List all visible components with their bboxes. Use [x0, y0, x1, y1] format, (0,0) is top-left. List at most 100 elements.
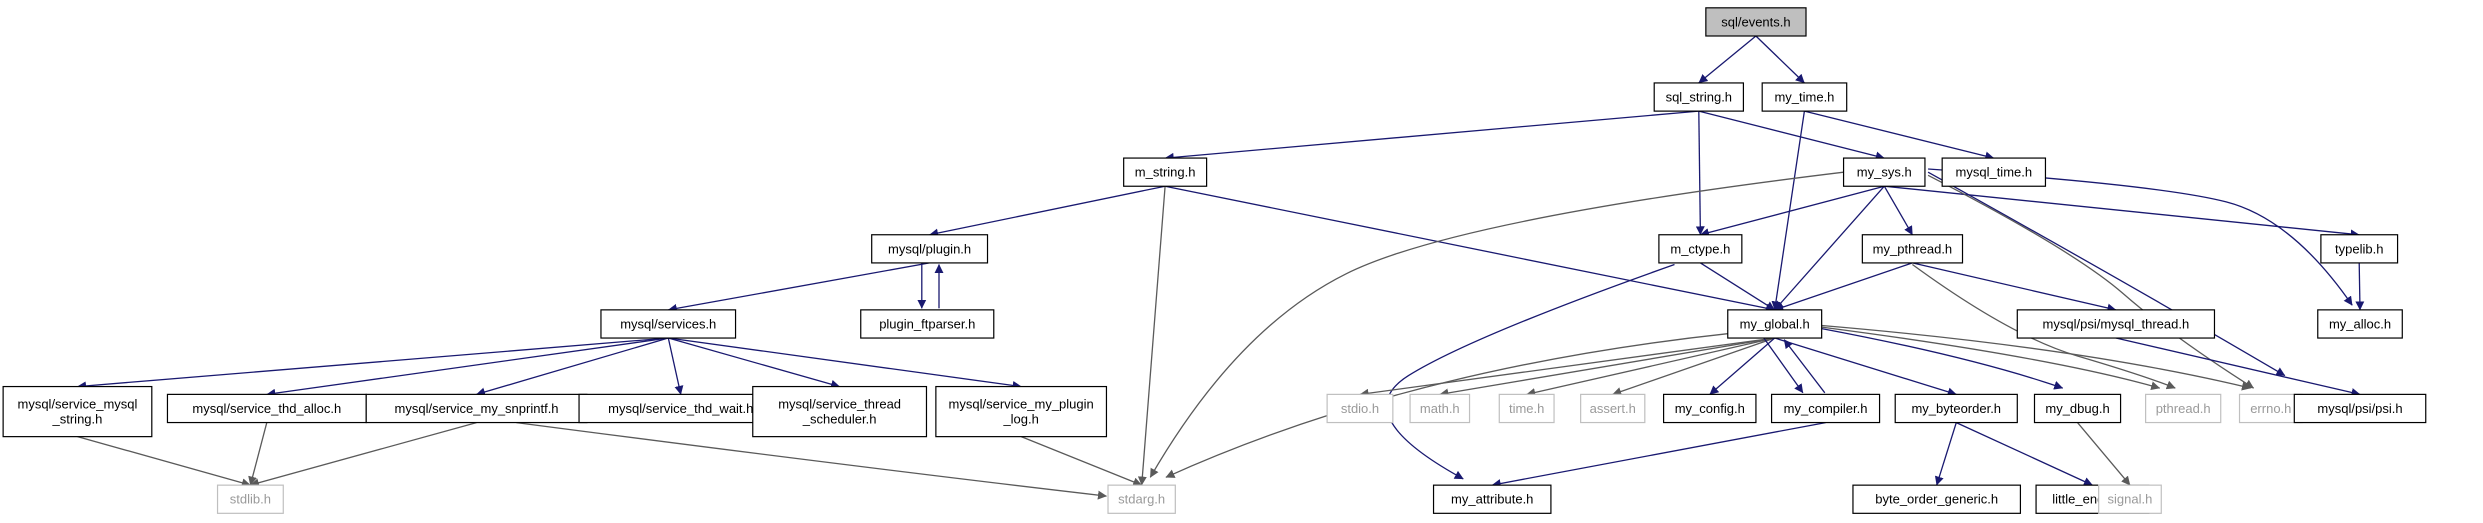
node-label: byte_order_generic.h: [1875, 492, 1998, 507]
node-box: [1705, 7, 1807, 37]
edge-line: [1491, 421, 1826, 488]
node-box: [1727, 309, 1823, 339]
edge-line: [1164, 185, 1776, 313]
edge-line: [668, 337, 1022, 390]
node-label: pthread.h: [2156, 401, 2211, 416]
node-label: my_attribute.h: [1451, 492, 1533, 507]
node-pthread: pthread.h: [2145, 393, 2222, 424]
node-label: my_pthread.h: [1873, 241, 1953, 256]
edge-my-byteorder-to-byte-order-generic: [1934, 422, 1957, 486]
node-box: [2098, 484, 2162, 514]
node-box: [2317, 309, 2403, 339]
node-math: math.h: [1409, 393, 1471, 424]
edge-line: [1927, 174, 2254, 389]
node-label: mysql/psi/psi.h: [2317, 401, 2402, 416]
edge-psi-mysql-thread-to-psi: [2115, 337, 2361, 397]
edge-line: [1709, 337, 1776, 395]
node-box: [2, 385, 153, 438]
node-label: time.h: [1509, 401, 1544, 416]
node-stdarg: stdarg.h: [1107, 484, 1176, 514]
node-box: [871, 234, 989, 264]
node-signal: signal.h: [2098, 484, 2162, 514]
node-box: [2145, 393, 2222, 424]
node-plugin: mysql/plugin.h: [871, 234, 989, 264]
node-label: assert.h: [1590, 401, 1636, 416]
edge-my-pthread-to-my-global: [1774, 262, 1913, 312]
edge-line: [1137, 186, 1166, 486]
edge-line: [266, 337, 669, 398]
node-events: sql/events.h: [1705, 7, 1807, 37]
node-label: sql_string.h: [1666, 90, 1732, 105]
edge-line: [476, 337, 669, 397]
edge-line: [1927, 171, 2286, 377]
node-box: [2293, 393, 2427, 424]
edge-line: [1884, 185, 2360, 239]
node-label: my_global.h: [1740, 316, 1810, 331]
edge-sql-string-to-m-ctype: [1695, 111, 1705, 236]
node-label: my_dbug.h: [2045, 401, 2109, 416]
node-box: [1894, 393, 2018, 424]
node-my-byteorder: my_byteorder.h: [1894, 393, 2018, 424]
node-byte-order-generic: byte_order_generic.h: [1852, 484, 2022, 514]
edge-line: [1804, 110, 1995, 161]
node-my-pthread: my_pthread.h: [1861, 234, 1964, 264]
edge-line: [1883, 185, 1913, 236]
edge-my-global-to-pthread: [1821, 326, 2161, 391]
node-label: stdio.h: [1341, 401, 1379, 416]
edge-m-ctype-to-my-global: [1700, 262, 1776, 311]
edge-events-to-sql-string: [1698, 35, 1757, 84]
node-stdio: stdio.h: [1326, 393, 1394, 424]
node-m-string: m_string.h: [1123, 157, 1208, 187]
node-my-dbug: my_dbug.h: [2033, 393, 2122, 424]
edge-my-sys-to-my-pthread: [1883, 185, 1913, 236]
node-box: [752, 385, 928, 438]
edge-line: [667, 262, 930, 313]
node-services: mysql/services.h: [600, 309, 737, 339]
node-svc-mysql-string: mysql/service_mysql_string.h: [2, 385, 153, 438]
edge-services-to-svc-thd-wait: [667, 337, 684, 395]
node-my-global: my_global.h: [1727, 309, 1823, 339]
edge-line: [1698, 110, 1885, 161]
edge-line: [248, 422, 268, 486]
edge-svc-my-plugin-log-to-stdarg: [1020, 435, 1143, 487]
node-box: [216, 484, 284, 514]
edge-events-to-my-time: [1755, 35, 1805, 84]
node-my-time: my_time.h: [1761, 82, 1848, 112]
edge-my-global-to-my-byteorder: [1774, 337, 1957, 397]
node-label: errno.h: [2250, 401, 2291, 416]
node-box: [578, 393, 784, 424]
edge-m-string-to-my-global: [1164, 185, 1776, 313]
edge-line: [1386, 263, 1675, 480]
edge-line: [668, 337, 841, 389]
node-box: [1852, 484, 2022, 514]
node-label: math.h: [1420, 401, 1460, 416]
node-sql-string: sql_string.h: [1653, 82, 1745, 112]
node-label: my_byteorder.h: [1911, 401, 2001, 416]
edge-my-global-to-time: [1526, 337, 1775, 397]
edge-m-string-to-plugin: [929, 185, 1166, 238]
node-label: _string.h: [52, 412, 103, 427]
edge-line: [1439, 337, 1775, 398]
edge-line: [1912, 262, 2117, 313]
node-box: [1662, 393, 1757, 424]
edge-my-pthread-to-psi-mysql-thread: [1912, 262, 2117, 313]
node-box: [935, 385, 1108, 438]
node-box: [1409, 393, 1471, 424]
node-box: [1941, 157, 2047, 187]
edge-my-compiler-to-my-attribute: [1491, 421, 1826, 488]
node-my-config: my_config.h: [1662, 393, 1757, 424]
node-box: [1653, 82, 1745, 112]
node-label: m_string.h: [1135, 165, 1196, 180]
edge-my-sys-to-my-alloc: [1928, 168, 2353, 306]
node-box: [2320, 234, 2399, 264]
edge-line: [1774, 337, 1957, 397]
edge-my-global-to-my-config: [1709, 337, 1776, 395]
node-label: plugin_ftparser.h: [879, 316, 975, 331]
node-svc-my-snprintf: mysql/service_my_snprintf.h: [365, 393, 588, 424]
node-plugin-ftparser: plugin_ftparser.h: [860, 309, 995, 339]
nodes-layer: sql/events.h sql_string.h my_time.h m_strin…: [2, 7, 2427, 514]
node-label: m_ctype.h: [1670, 241, 1730, 256]
node-label: _scheduler.h: [802, 412, 877, 427]
edge-line: [249, 421, 477, 488]
node-box: [1498, 393, 1555, 424]
